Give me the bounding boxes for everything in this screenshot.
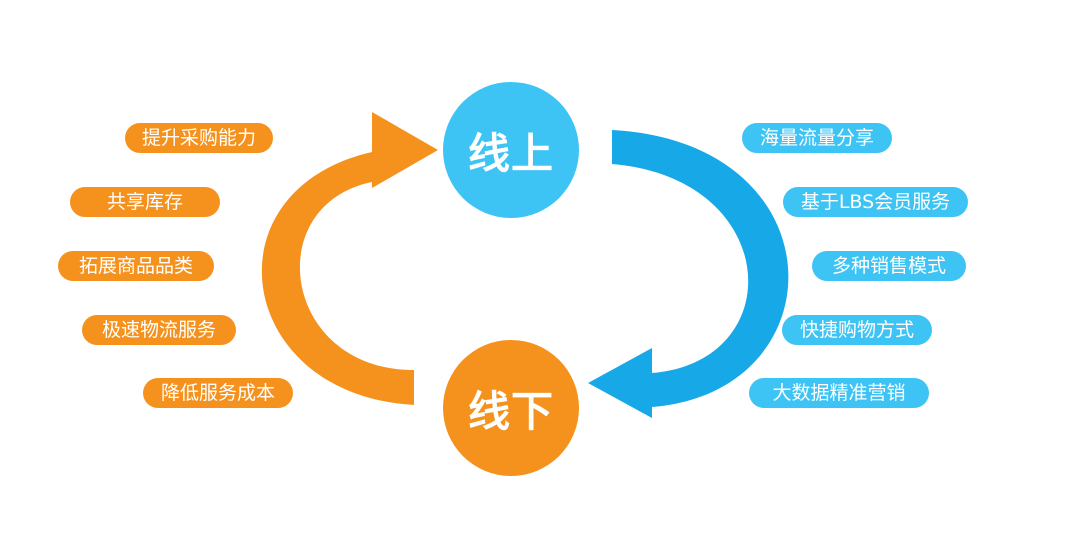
left-item: 提升采购能力 [125,123,273,153]
right-item: 海量流量分享 [742,123,892,153]
offline-node: 线下 [443,340,579,476]
right-item: 多种销售模式 [812,251,966,281]
offline-label: 线下 [467,386,554,436]
online-to-offline-arrow [588,130,789,418]
left-item: 降低服务成本 [143,378,293,408]
left-item: 拓展商品品类 [58,251,214,281]
right-item: 基于LBS会员服务 [783,187,968,217]
right-item: 大数据精准营销 [749,378,929,408]
offline-to-online-arrow [261,112,438,405]
left-item: 共享库存 [70,187,220,217]
online-node: 线上 [443,82,579,218]
right-item: 快捷购物方式 [782,315,932,345]
left-item: 极速物流服务 [82,315,236,345]
online-label: 线上 [467,128,554,178]
